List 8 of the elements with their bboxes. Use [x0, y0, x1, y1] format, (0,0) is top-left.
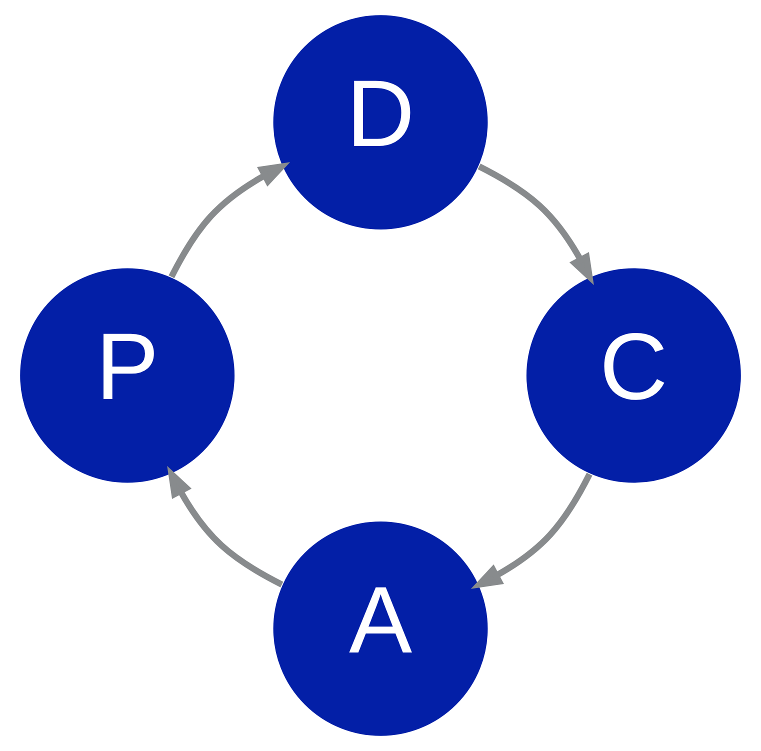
node-circle: A: [272, 520, 490, 738]
node-circle: D: [272, 14, 490, 232]
node-circle: C: [524, 266, 742, 484]
arrow: [168, 162, 290, 278]
node-circle: P: [18, 266, 236, 484]
arrow: [167, 466, 284, 588]
arrow: [470, 472, 592, 589]
arrow: [478, 164, 594, 286]
